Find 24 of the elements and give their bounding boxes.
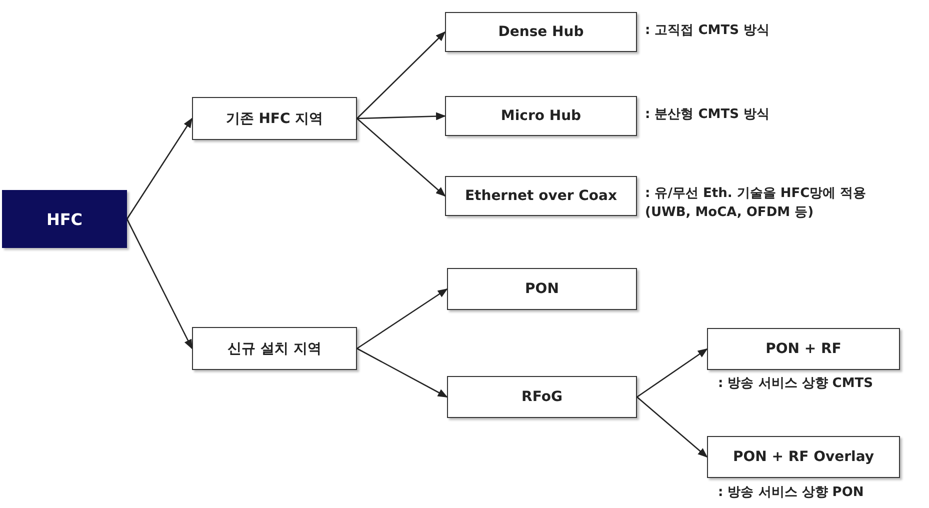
category-box: 신규 설치 지역	[192, 327, 357, 370]
description-text: : 유/무선 Eth. 기술을 HFC망에 적용 (UWB, MoCA, OFDM 등)	[645, 185, 868, 222]
arrow	[636, 348, 708, 398]
category-box: PON	[447, 268, 637, 310]
description-text: : 방송 서비스 상향 PON	[718, 484, 865, 502]
category-box: PON + RF Overlay	[707, 436, 900, 478]
arrow	[356, 348, 448, 398]
arrow	[356, 118, 446, 197]
arrow	[356, 288, 448, 350]
category-box: RFoG	[447, 376, 637, 418]
category-box: PON + RF	[707, 328, 900, 370]
category-box: Dense Hub	[445, 12, 637, 52]
description-text: : 분산형 CMTS 방식	[645, 106, 770, 124]
arrow	[636, 396, 708, 458]
category-box: Micro Hub	[445, 96, 637, 136]
arrow	[126, 218, 193, 350]
description-text: : 방송 서비스 상향 CMTS	[718, 375, 874, 393]
arrow	[356, 31, 446, 119]
arrow	[356, 112, 446, 120]
root-box: HFC	[2, 190, 127, 248]
category-box: Ethernet over Coax	[445, 176, 637, 216]
category-box: 기존 HFC 지역	[192, 97, 357, 140]
description-text: : 고직접 CMTS 방식	[645, 22, 770, 40]
arrow	[126, 118, 193, 220]
